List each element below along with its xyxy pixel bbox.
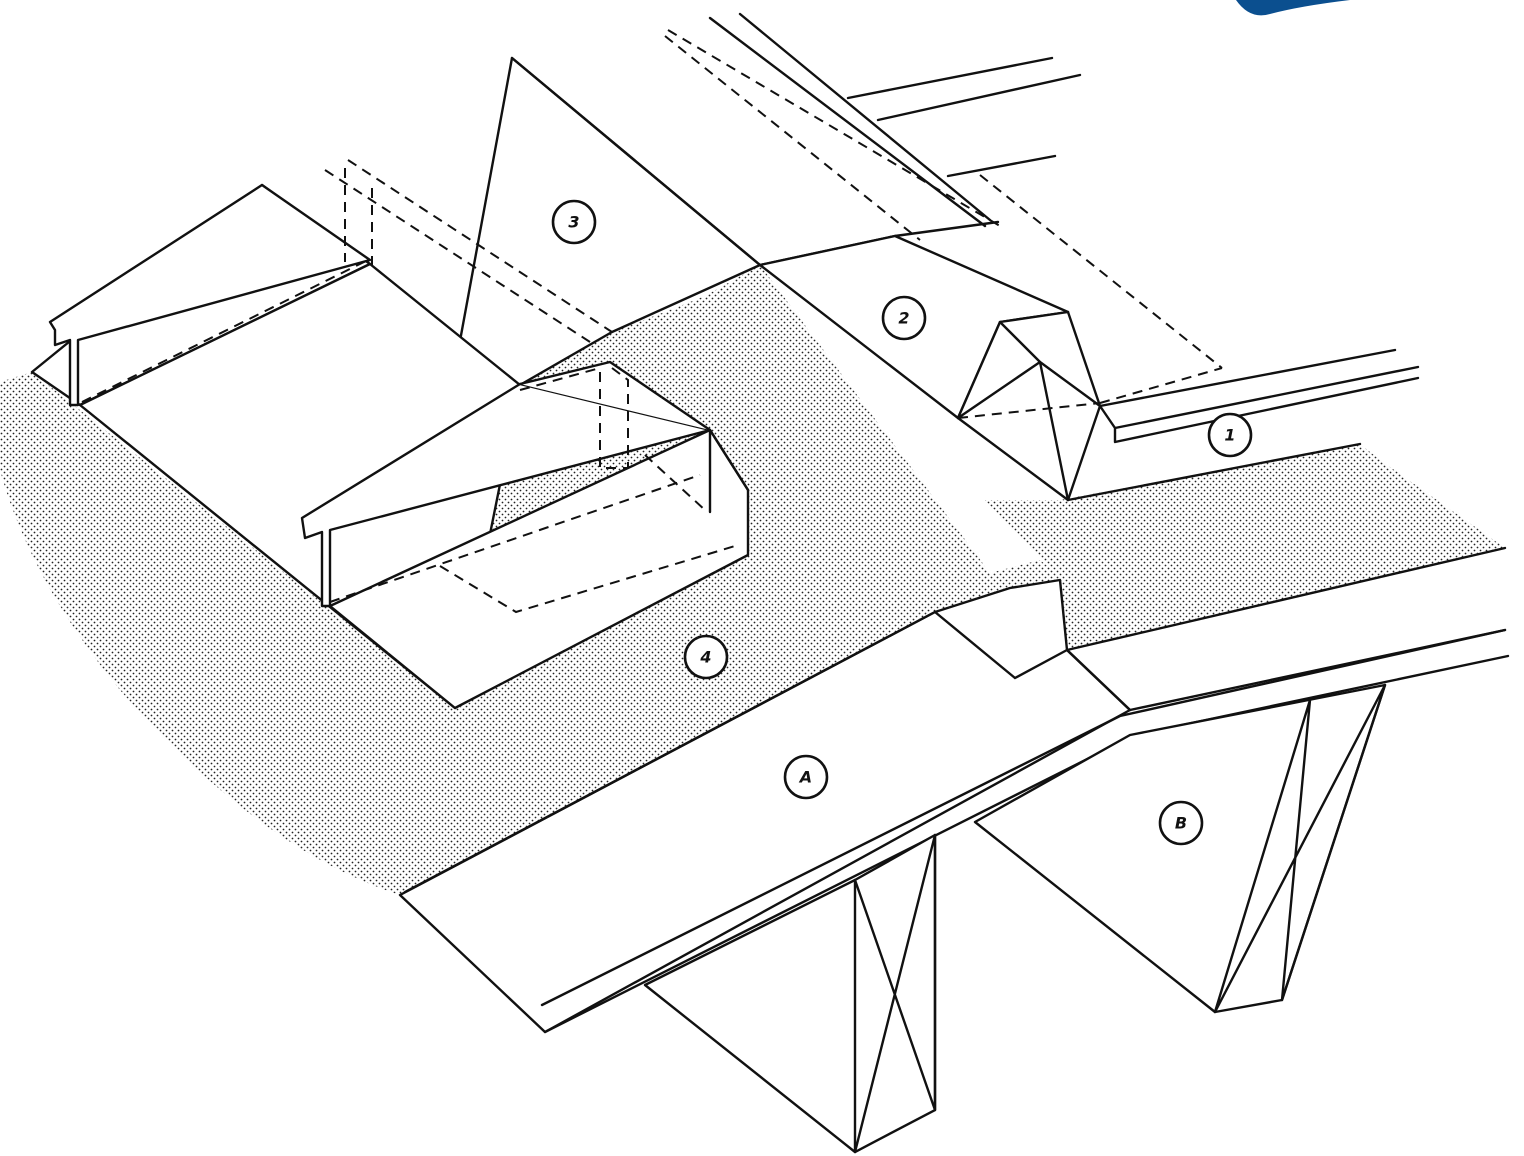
callout-4-label: 4 [699,648,711,667]
callout-B-label: B [1175,814,1187,833]
corner-logo-fragment [1236,0,1350,16]
underlay-membrane-left [0,265,1052,708]
rail-1-dashed [957,367,1223,419]
seam-hidden-lines [81,159,736,614]
front-post-edges [853,833,937,1154]
support-B-post [1213,683,1387,1014]
callout-2-label: 2 [898,309,909,328]
callout-1: 1 [1207,412,1253,458]
callout-3: 3 [551,199,597,245]
callout-3-label: 3 [568,213,579,232]
callout-B: B [1158,800,1204,846]
callout-A: A [783,754,829,800]
top-rail-dashed [664,29,1223,369]
callout-2: 2 [881,295,927,341]
seam-box-right [328,360,750,710]
rail-1 [1066,348,1420,502]
ridge-tie-x [1039,361,1101,501]
purlin-A [398,578,1132,1034]
underlay-membrane-main [0,372,1067,895]
ridge-flashing-body [956,310,1102,502]
callout-A-label: A [798,768,812,787]
seam-upstand-left [48,183,372,407]
underlay-membrane-right [985,444,1505,650]
seam-box-edge [708,428,750,514]
purlin-A-edge [403,546,1507,894]
sheet-3-edge [510,56,762,267]
top-rail-upper [708,12,1082,228]
callout-4: 4 [683,634,729,680]
callout-1-label: 1 [1224,426,1235,445]
